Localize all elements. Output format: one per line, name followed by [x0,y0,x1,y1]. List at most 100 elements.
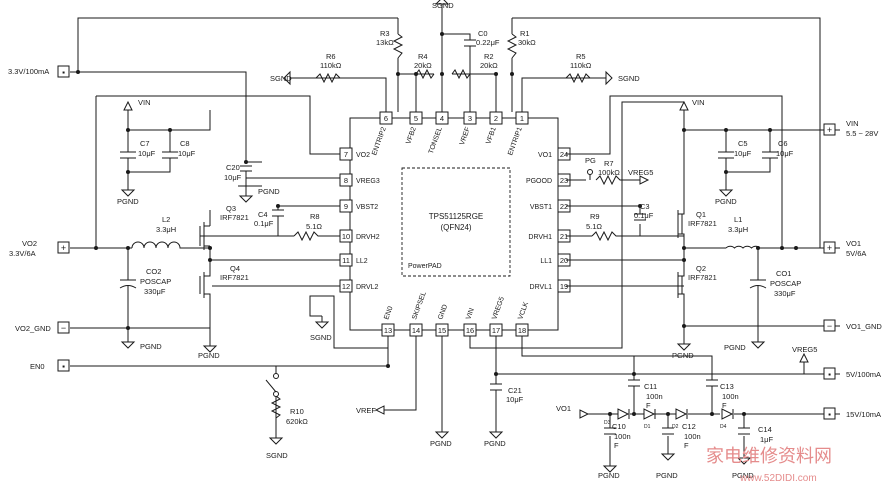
c6-label: C6 [778,139,788,148]
pin-name-19: DRVL1 [530,284,553,291]
resistors [270,33,640,419]
r10-resistor [270,395,282,419]
co1-capacitor [749,274,767,296]
svg-text:▪: ▪ [828,370,831,379]
l1-label: L1 [734,215,742,224]
pin-name-9: VBST2 [356,204,378,211]
d4-label: D4 [720,424,727,430]
c11-label: C11 [644,382,657,391]
pgnd-label-c20: PGND [258,187,280,196]
c7-value: 10μF [138,149,156,158]
r1-value: 30kΩ [518,38,536,47]
co2-type: POSCAP [140,277,171,286]
q4-mosfet [199,272,211,298]
c4-label: C4 [258,210,268,219]
r3-resistor [392,33,404,59]
pin-name-13: EN0 [383,305,394,320]
pin-number-3: 3 [468,114,472,123]
vo2-terminal-label: VO2 [22,239,37,248]
r5-resistor [565,72,591,84]
c5-capacitor [718,146,734,164]
d4-diode [721,408,734,420]
pin-name-21: DRVH1 [528,234,552,241]
pin-number-20: 20 [560,256,568,265]
r8-value: 5.1Ω [306,222,322,231]
capacitors [119,39,778,435]
pin-name-7: VO2 [356,152,370,159]
co1-value: 330μF [774,289,796,298]
pin-number-18: 18 [518,326,526,335]
vreg5-label-right: VREG5 [792,345,817,354]
r10-label: R10 [290,407,304,416]
svg-text:▪: ▪ [828,410,831,419]
pin-number-1: 1 [520,114,524,123]
vin-label-right: VIN [692,98,705,107]
c8-value: 10μF [178,149,196,158]
c3-label: C3 [640,202,650,211]
pin-number-4: 4 [440,114,444,123]
powerpad-outline [401,167,511,277]
c4-value: 0.1μF [254,219,274,228]
c13-unit: F [722,401,727,410]
pin-number-19: 19 [560,282,568,291]
c12-unit: F [684,441,689,450]
svg-text:−: − [827,321,832,331]
c14-capacitor [738,427,750,435]
pin-number-14: 14 [412,326,420,335]
watermark: 家电维修资料网 www.52DIDI.com [706,446,832,484]
c21-label: C21 [508,386,522,395]
sgnd-label-top: SGND [432,1,454,10]
v5-terminal-label: 5V/100mA [846,370,881,379]
pin-number-13: 13 [384,326,392,335]
c10-unit: F [614,441,619,450]
c12-label: C12 [682,422,696,431]
c8-capacitor [162,146,178,164]
svg-text:−: − [61,323,66,333]
powerpad-label: PowerPAD [408,263,442,270]
r1-resistor [506,33,518,59]
r9-value: 5.1Ω [586,222,602,231]
pin-name-15: GND [437,304,449,321]
pin-name-5: VFB2 [405,126,418,145]
r2-value: 20kΩ [480,61,498,70]
ic-body [349,117,559,331]
pin-name-2: VFB1 [485,126,498,145]
c5-value: 10μF [734,149,752,158]
ic-part-label: TPS51125RGE [429,212,484,221]
svg-text:▪: ▪ [62,362,65,371]
c5-label: C5 [738,139,748,148]
pin-name-11: LL2 [356,258,368,265]
r6-label: R6 [326,52,336,61]
c0-value: 0.22μF [476,38,500,47]
r10-value: 620kΩ [286,417,308,426]
pgnd-label-gnd-pin: PGND [430,439,452,448]
pgnd-label-c12: PGND [656,471,678,480]
diodes [617,408,734,420]
pin-name-22: VBST1 [530,204,552,211]
co2-label: CO2 [146,267,161,276]
r1-label: R1 [520,29,530,38]
c21-capacitor [490,383,502,396]
c10-value: 100n [614,432,631,441]
vin-terminal-range: 5.5 ~ 28V [846,129,878,138]
q2-part: IRF7821 [688,273,717,282]
r2-label: R2 [484,52,494,61]
r4-resistor [415,68,435,80]
c20-capacitor [240,165,252,190]
pin-name-1: ENTRIP1 [507,126,524,156]
pin-box-8 [339,173,353,187]
q1-mosfet [677,210,685,248]
pin-name-4: TONSEL [428,126,444,155]
pin-name-23: PGOOD [526,178,552,185]
vin-terminal-label: VIN [846,119,859,128]
d1-label: D1 [644,424,651,430]
power-arrows [123,100,809,419]
svg-text:+: + [827,125,832,135]
svg-text:▪: ▪ [62,68,65,77]
pin-number-5: 5 [414,114,418,123]
c14-label: C14 [758,425,772,434]
r9-label: R9 [590,212,600,221]
pin-number-17: 17 [492,326,500,335]
v33-terminal-label: 3.3V/100mA [8,67,49,76]
q1-label: Q1 [696,210,706,219]
